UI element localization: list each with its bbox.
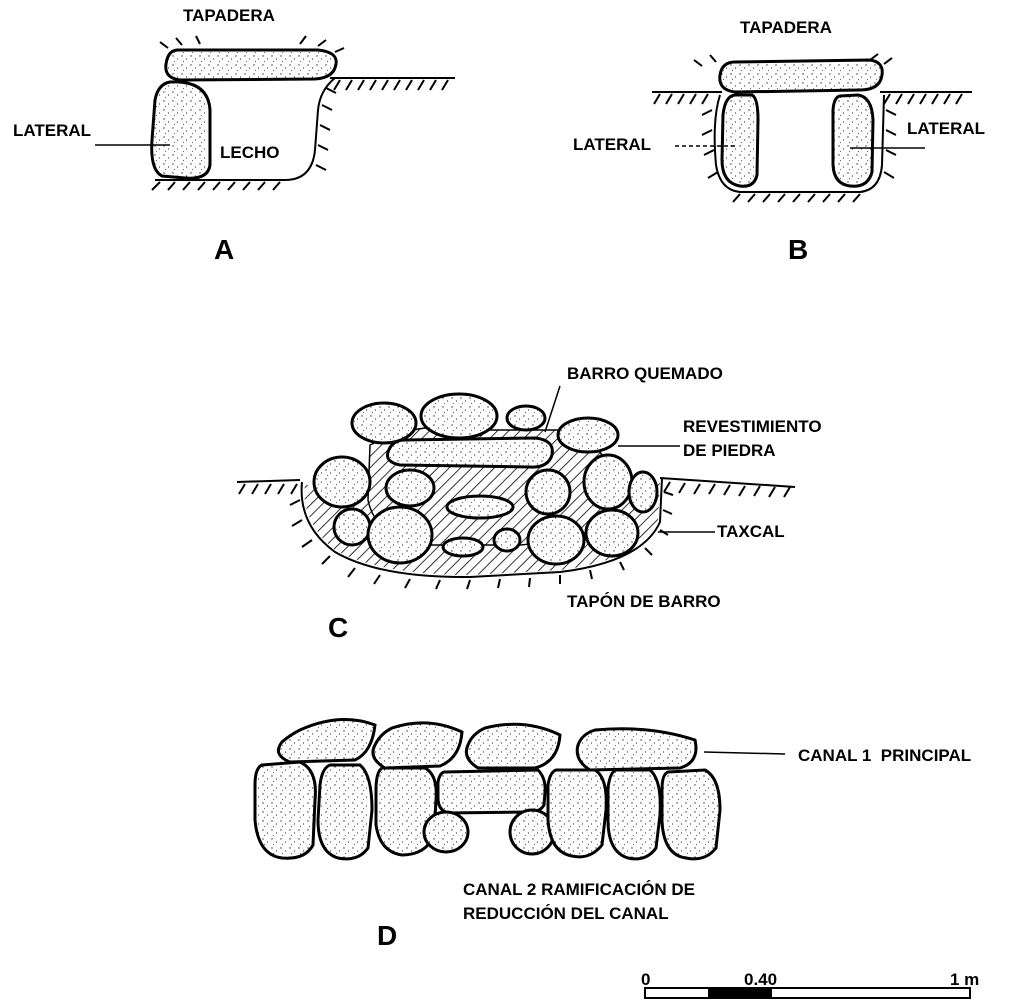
pit-b [713,94,885,193]
leader-c-barro [544,385,561,433]
label-b-lateral-right: LATERAL [907,119,985,138]
stone-c-mid-4 [582,453,634,511]
stone-c-low-3 [441,536,485,558]
stone-c-top-4 [556,416,620,454]
label-b-lateral-left: LATERAL [573,135,651,154]
stone-c-low-1 [332,507,372,547]
figure-d: CANAL 1 PRINCIPAL CANAL 2 RAMIFICACIÓN D… [253,718,971,951]
scale-label-end: 1 m [950,970,979,989]
stone-d-low-4 [546,768,608,859]
stone-c-low-4 [492,527,522,553]
stone-d-low-5 [606,768,662,861]
leader-d-canal1 [703,751,786,755]
label-b-tapadera: TAPADERA [740,18,832,37]
stone-c-top-2 [419,392,499,440]
stone-a-lateral [150,80,212,180]
stone-d-center-slab [436,768,547,815]
label-d-canal2-1: CANAL 2 RAMIFICACIÓN DE [463,880,695,899]
stone-d-low-3 [374,766,438,857]
ground-hatch-b [653,53,963,105]
label-c-revestimiento-2: DE PIEDRA [683,441,776,460]
stone-b-tapadera [718,58,884,94]
stone-b-lateral-left [720,93,760,188]
stone-d-top-2 [371,721,464,770]
figure-a-letter: A [214,234,234,265]
scale-bar: 0 0.40 1 m [641,970,979,999]
stone-d-low-1 [253,760,317,860]
stone-c-small-center [445,494,515,520]
label-c-barro-quemado: BARRO QUEMADO [567,364,723,383]
stone-c-top-1 [350,401,418,445]
label-d-canal1: CANAL 1 PRINCIPAL [798,746,971,765]
pit-a [155,77,336,181]
label-d-canal2-2: REDUCCIÓN DEL CANAL [463,904,669,923]
label-c-tapon: TAPÓN DE BARRO [567,592,721,611]
stone-c-mid-5 [627,470,659,514]
label-a-lecho: LECHO [220,143,280,162]
figure-c: BARRO QUEMADO REVESTIMIENTO DE PIEDRA TA… [236,364,822,643]
label-c-revestimiento-1: REVESTIMIENTO [683,417,822,436]
stone-d-low-6 [660,768,722,861]
ground-hatch-c [238,481,791,498]
stone-c-slab [386,436,554,469]
label-a-lateral: LATERAL [13,121,91,140]
label-a-tapadera: TAPADERA [183,6,275,25]
stone-c-mid-2 [384,468,436,508]
scale-label-mid: 0.40 [744,970,777,989]
stone-d-low-2 [316,763,374,861]
pit-c [300,477,663,579]
stone-c-mid-3 [524,468,572,516]
figure-d-letter: D [377,920,397,951]
label-c-taxcal: TAXCAL [717,522,785,541]
stone-a-tapadera [164,48,338,82]
stone-d-top-4 [575,727,698,772]
stone-d-top-3 [464,722,562,770]
stone-b-lateral-right [831,93,875,188]
ground-c [236,477,796,488]
stone-c-low-2 [366,505,434,565]
stone-c-low-5 [526,514,586,566]
stone-c-low-6 [584,508,640,558]
scale-bar-outline [644,987,971,999]
stone-d-top-1 [276,718,377,764]
figure-c-letter: C [328,612,348,643]
figure-a: TAPADERA LATERAL LECHO A [13,6,455,265]
figure-b-letter: B [788,234,808,265]
scale-label-0: 0 [641,970,650,989]
ground-hatch-a [159,35,449,91]
stone-d-plug-left [422,810,470,854]
scale-bar-black-segment [708,988,772,998]
figure-b: TAPADERA LATERAL LATERAL [573,18,985,265]
stone-c-mid-1 [312,455,372,509]
stone-c-top-3 [505,404,547,432]
